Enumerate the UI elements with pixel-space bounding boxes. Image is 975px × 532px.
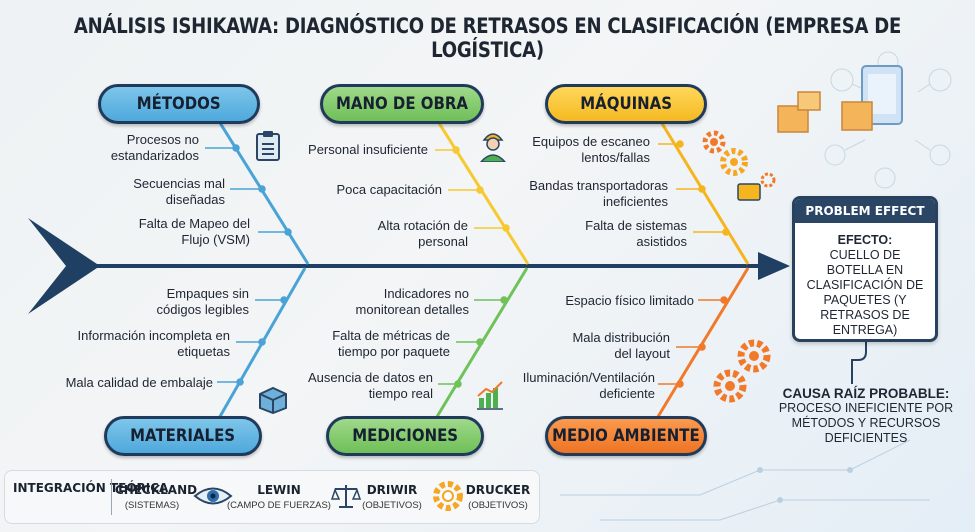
cause-medio-ambiente-2: Mala distribución del layout <box>572 330 670 361</box>
cause-mediciones-3: Ausencia de datos en tiempo real <box>307 370 433 401</box>
logistics-illustration <box>777 65 903 133</box>
cause-maquinas-2: Bandas transportadoras ineficientes <box>529 178 668 209</box>
problem-effect-header: PROBLEM EFFECT <box>795 199 935 223</box>
eye-icon <box>193 487 233 505</box>
footer-item-drucker: DRUCKER(OBJETIVOS) <box>465 483 531 511</box>
spine-arrowhead <box>758 252 790 280</box>
footer-item-driwir: DRIWIR(OBJETIVOS) <box>362 483 422 511</box>
root-cause-connector <box>851 338 867 384</box>
cause-materiales-1: Empaques sin códigos legibles <box>156 286 249 317</box>
problem-effect-label: EFECTO: <box>837 233 893 247</box>
root-cause-text: PROCESO INEFICIENTE POR MÉTODOS Y RECURS… <box>778 401 954 445</box>
category-mano-de-obra: MANO DE OBRA <box>320 84 484 124</box>
problem-effect-box: PROBLEM EFFECT EFECTO: CUELLO DE BOTELLA… <box>792 196 938 342</box>
cause-mano-de-obra-2: Poca capacitación <box>336 182 442 197</box>
footer-divider <box>111 479 112 515</box>
cause-metodos-3: Falta de Mapeo del Flujo (VSM) <box>138 216 250 247</box>
worker-icon <box>480 133 506 162</box>
gears-icon <box>702 130 776 201</box>
category-maquinas: MÁQUINAS <box>545 84 707 124</box>
category-medio-ambiente: MEDIO AMBIENTE <box>545 416 707 456</box>
cause-mano-de-obra-3: Alta rotación de personal <box>377 218 468 249</box>
cause-materiales-3: Mala calidad de embalaje <box>65 375 213 390</box>
cause-materiales-2: Información incompleta en etiquetas <box>77 328 230 359</box>
cause-mediciones-1: Indicadores no monitorean detalles <box>355 286 469 317</box>
box-icon <box>259 386 287 414</box>
cause-maquinas-1: Equipos de escaneo lentos/fallas <box>532 134 650 165</box>
footer-label: INTEGRACIÓN TEÓRICA <box>13 481 169 495</box>
cause-medio-ambiente-3: Iluminación/Ventilación deficiente <box>522 370 655 401</box>
root-cause-label: CAUSA RAÍZ PROBABLE: <box>782 386 950 401</box>
page-title: ANÁLISIS ISHIKAWA: DIAGNÓSTICO DE RETRAS… <box>73 14 902 62</box>
bar-chart-icon <box>477 381 503 410</box>
footer-item-lewin: LEWIN(CAMPO DE FUERZAS) <box>227 483 331 511</box>
problem-effect-text: CUELLO DE BOTELLA EN CLASIFICACIÓN DE PA… <box>806 248 924 337</box>
gear-icon <box>433 481 463 511</box>
cause-mano-de-obra-1: Personal insuficiente <box>308 142 428 157</box>
cause-maquinas-3: Falta de sistemas asistidos <box>585 218 687 249</box>
category-materiales: MATERIALES <box>104 416 262 456</box>
clipboard-icon <box>256 131 280 161</box>
cause-metodos-1: Procesos no estandarizados <box>110 132 199 163</box>
cause-medio-ambiente-1: Espacio físico limitado <box>565 293 694 308</box>
root-cause: CAUSA RAÍZ PROBABLE: PROCESO INEFICIENTE… <box>776 386 956 446</box>
environment-gears-icon <box>713 339 771 403</box>
category-mediciones: MEDICIONES <box>326 416 484 456</box>
theoretical-integration-footer: INTEGRACIÓN TEÓRICA CHECKLAND(SISTEMAS) … <box>4 470 540 524</box>
category-metodos: MÉTODOS <box>98 84 260 124</box>
cause-metodos-2: Secuencias mal diseñadas <box>133 176 225 207</box>
network-decoration <box>560 439 930 521</box>
scales-icon <box>331 485 361 508</box>
cause-mediciones-2: Falta de métricas de tiempo por paquete <box>332 328 450 359</box>
footer-item-checkland: CHECKLAND(SISTEMAS) <box>115 483 198 511</box>
